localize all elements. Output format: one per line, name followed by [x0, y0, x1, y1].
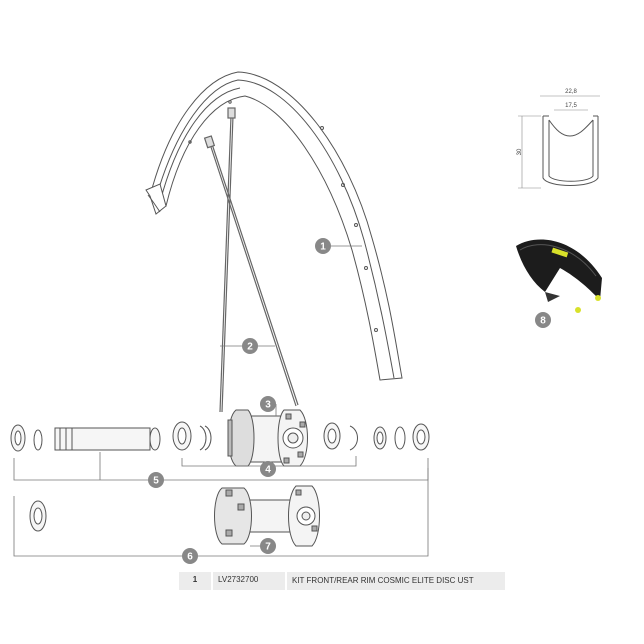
leader-lines [13, 245, 429, 557]
axle-assembly [10, 421, 430, 532]
profile-height: 30 [517, 148, 523, 155]
tire [516, 239, 602, 313]
callout-8-label: 8 [540, 316, 546, 327]
callout-4-label: 4 [265, 465, 271, 476]
profile-inner-width: 17,5 [565, 103, 577, 109]
part-description: KIT FRONT/REAR RIM COSMIC ELITE DISC UST [287, 572, 505, 590]
callout-3: 3 [260, 396, 276, 412]
callout-5: 5 [148, 472, 164, 488]
callout-2-label: 2 [247, 342, 253, 353]
callout-7-label: 7 [265, 542, 271, 553]
callout-1-label: 1 [320, 242, 326, 253]
callout-5-label: 5 [153, 476, 159, 487]
callout-8: 8 [535, 312, 551, 328]
part-number: 1 [179, 572, 211, 590]
profile-outer-width: 22,8 [565, 89, 577, 95]
callout-6-label: 6 [187, 552, 193, 563]
callout-6: 6 [182, 548, 198, 564]
spoke-nipple [227, 107, 236, 119]
callout-1: 1 [315, 238, 331, 254]
callout-7: 7 [260, 538, 276, 554]
hub-body-alt [214, 485, 320, 547]
part-reference: LV2732700 [213, 572, 285, 590]
spokes [203, 107, 299, 413]
callout-4: 4 [260, 461, 276, 477]
rim [145, 71, 403, 381]
spoke-nipple [203, 135, 216, 149]
table-row[interactable]: 1 LV2732700 KIT FRONT/REAR RIM COSMIC EL… [179, 572, 505, 590]
rim-profile [518, 95, 600, 189]
hub-body [227, 409, 308, 467]
parts-table: 1 LV2732700 KIT FRONT/REAR RIM COSMIC EL… [177, 572, 507, 590]
callout-3-label: 3 [265, 400, 271, 411]
callout-2: 2 [242, 338, 258, 354]
